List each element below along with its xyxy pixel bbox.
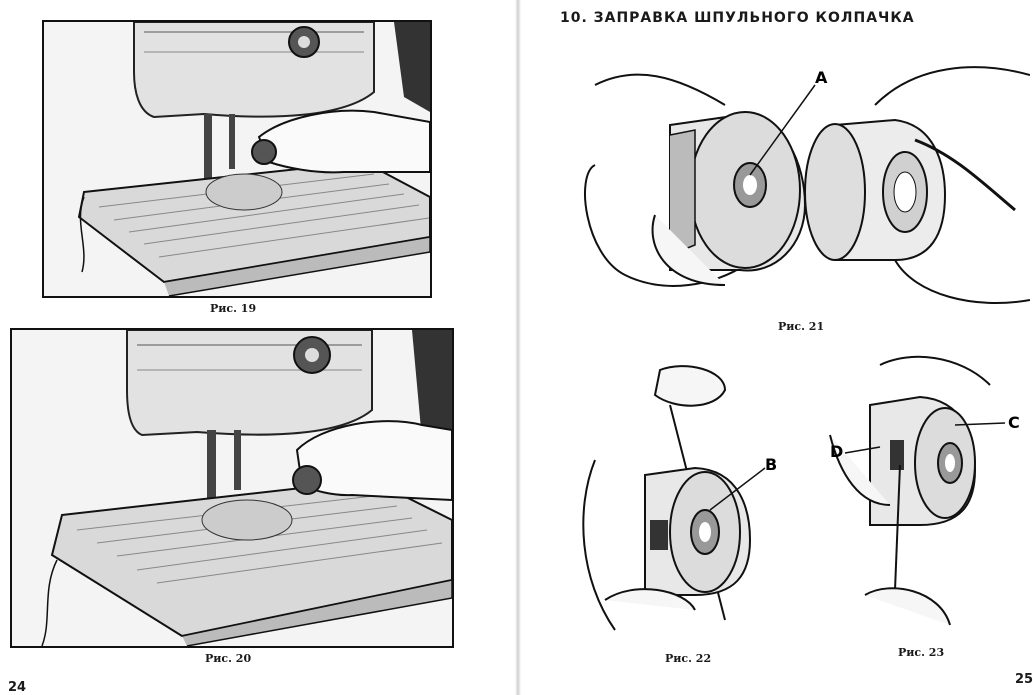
left-page: Рис. 19 Рис. 20 24 [0, 0, 516, 695]
figure-22-caption: Рис. 22 [665, 652, 712, 665]
bobbin-case-threading-drawing: B [582, 365, 777, 631]
figure-19-illustration [42, 20, 432, 298]
page-number-left: 24 [8, 680, 27, 695]
figure-21-illustration: A [575, 45, 1030, 320]
bobbin-case-and-bobbin-drawing: A [584, 66, 1030, 304]
figure-21-caption: Рис. 21 [778, 320, 825, 333]
section-title: 10. ЗАПРАВКА ШПУЛЬНОГО КОЛПАЧКА [560, 10, 915, 26]
label-c: C [1008, 413, 1020, 432]
figure-20-illustration [10, 328, 454, 648]
label-d: D [830, 442, 843, 461]
page-number-right: 25 [1015, 672, 1033, 687]
figure-19-caption: Рис. 19 [210, 302, 257, 315]
right-page: 10. ЗАПРАВКА ШПУЛЬНОГО КОЛПАЧКА A Рис. 2… [520, 0, 1033, 695]
sewing-machine-drawing-19 [44, 22, 430, 296]
bobbin-case-spring-thread-drawing: C D [829, 355, 1020, 626]
book-fold [515, 0, 521, 695]
figure-23-caption: Рис. 23 [898, 646, 945, 659]
figure-22-illustration: B [575, 350, 810, 645]
sewing-machine-drawing-20 [12, 330, 452, 646]
label-a: A [815, 68, 828, 87]
label-b: B [765, 455, 777, 474]
figure-23-illustration: C D [820, 345, 1030, 645]
figure-20-caption: Рис. 20 [205, 652, 252, 665]
